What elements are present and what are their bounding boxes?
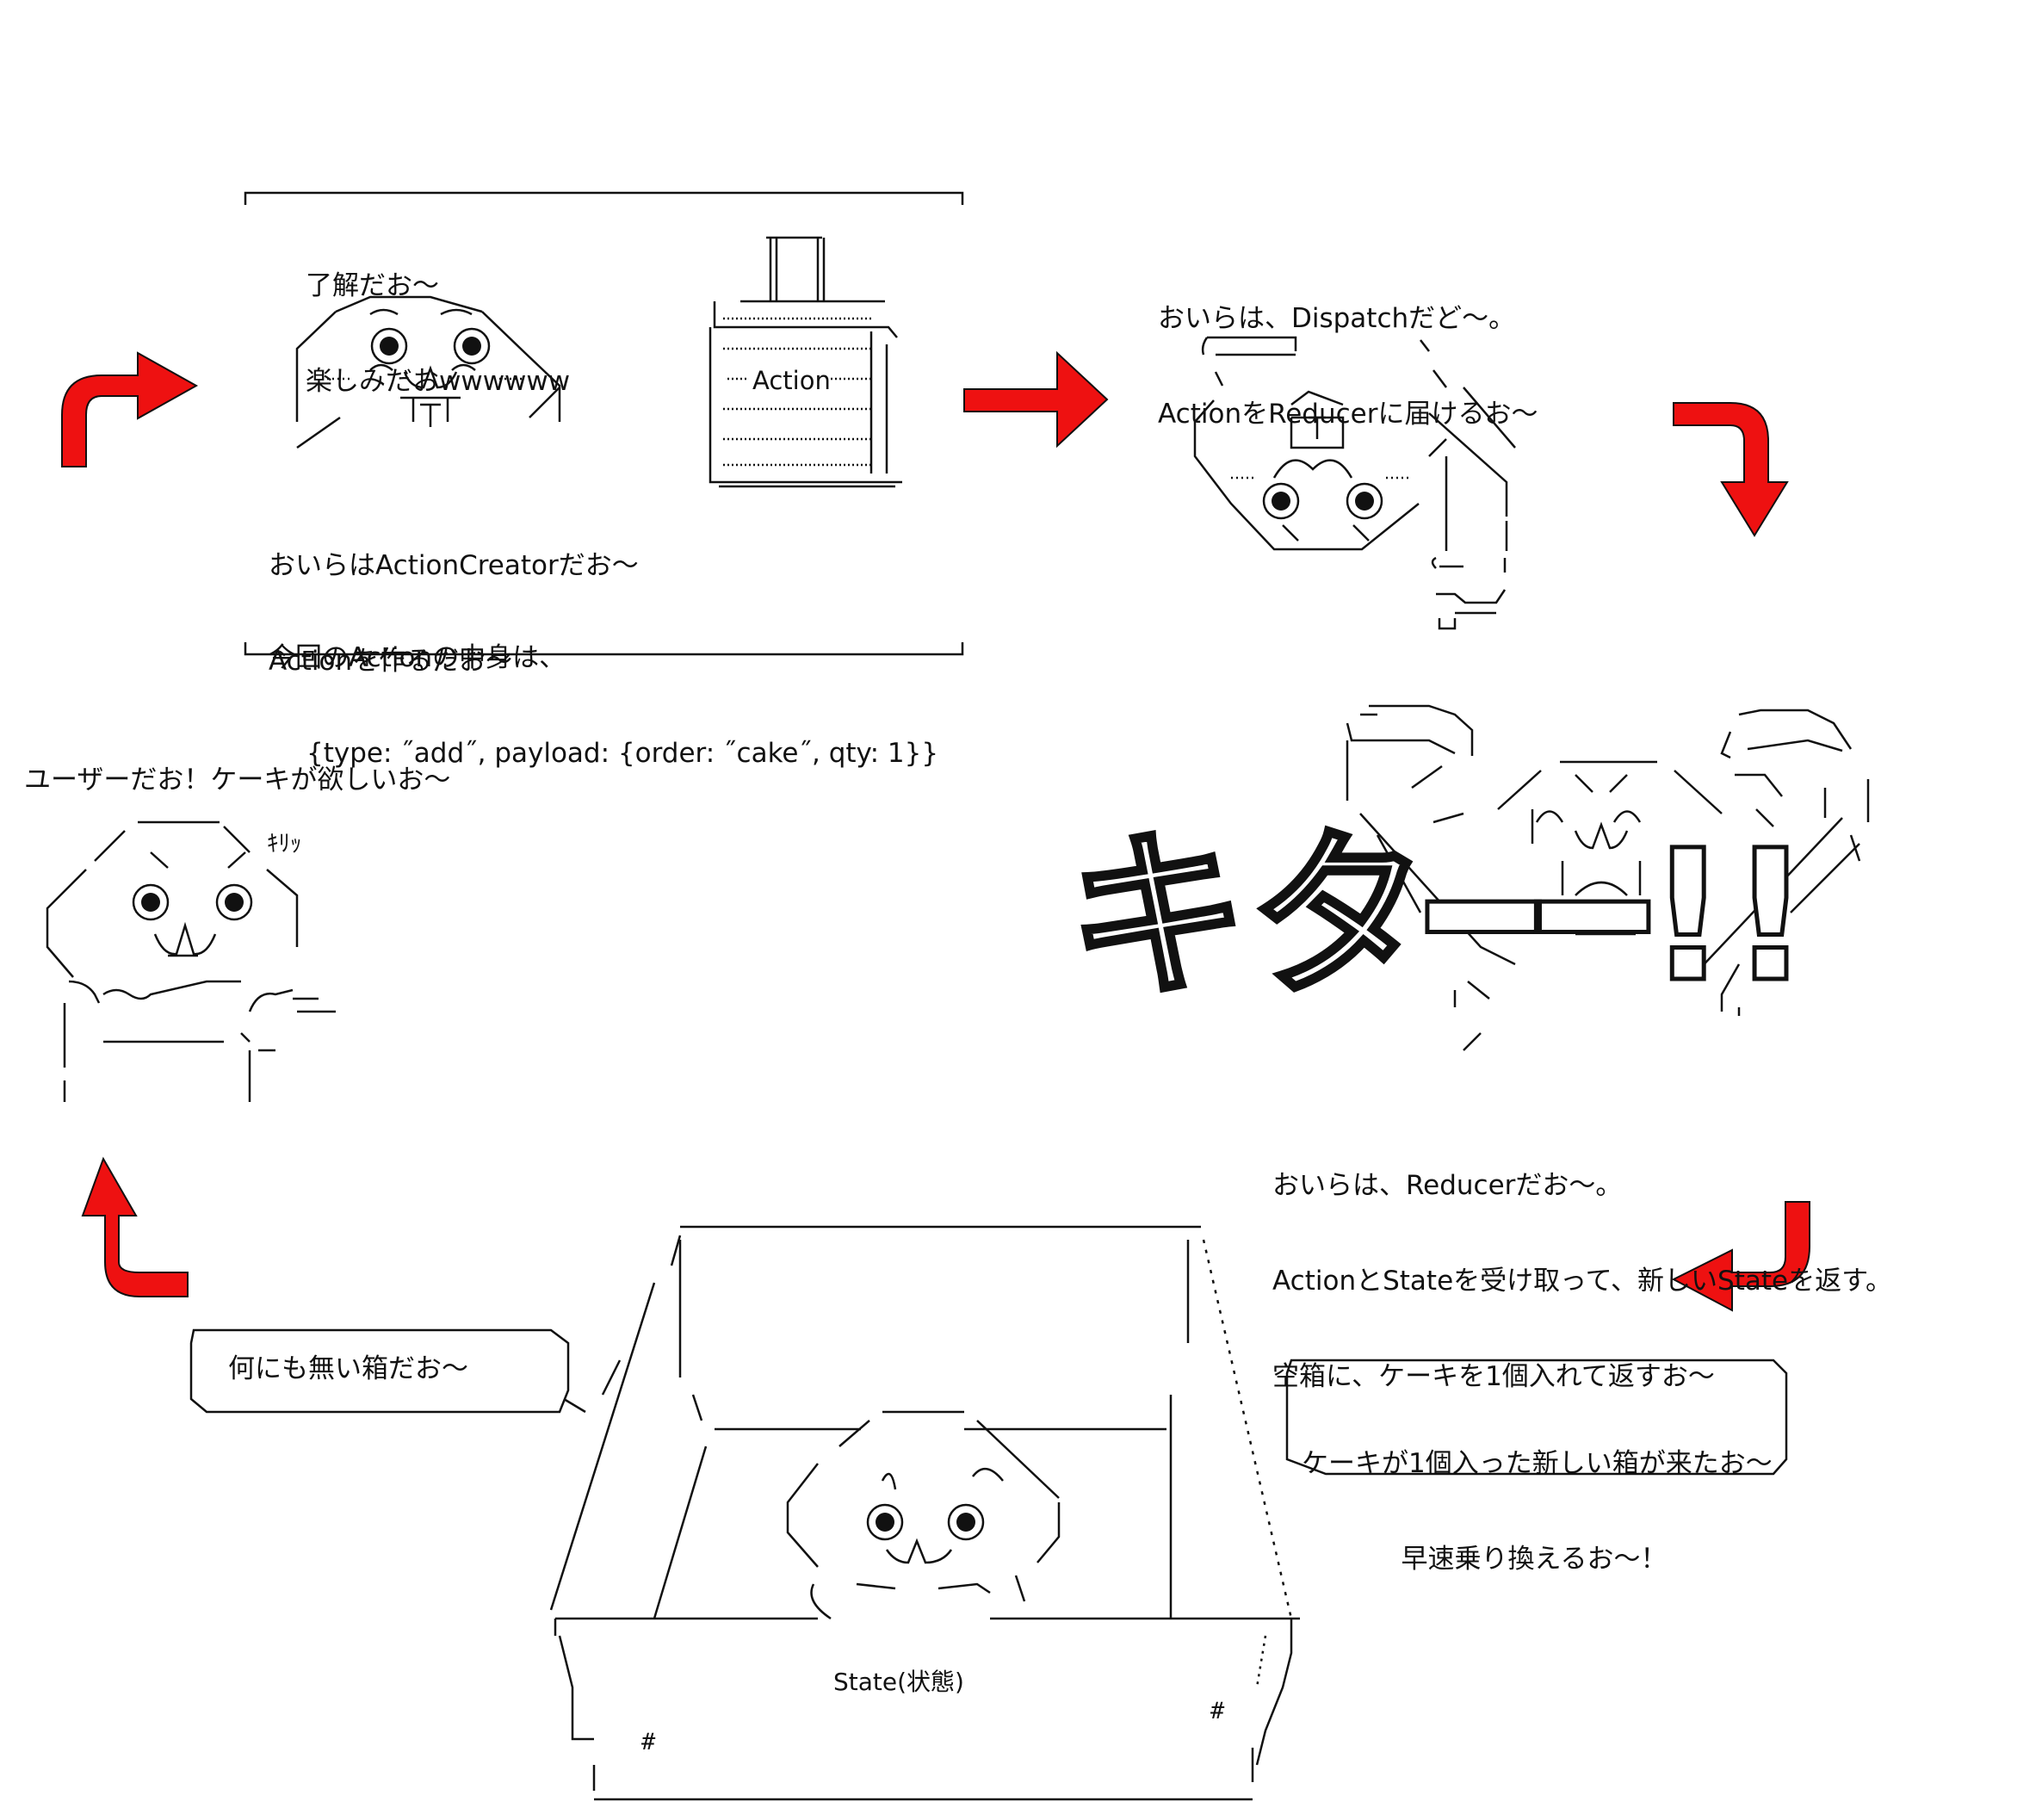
box-hash-mark: # [641, 1729, 656, 1755]
creator-speech-line: 了解だお～ [306, 270, 439, 301]
dispatch-line: ActionをReducerに届けるお～ [1158, 399, 1538, 430]
creator-face [295, 295, 561, 449]
state-character [786, 1410, 1061, 1620]
reducer-right-character [1695, 709, 1870, 1016]
user-speech: ユーザーだお！ケーキが欲しいお～ [24, 765, 451, 795]
reducer-shout: キタ━━!! [1065, 811, 1813, 1022]
user-character [46, 820, 336, 1102]
dispatch-character [1193, 336, 1516, 630]
dispatch-eye-left [1262, 482, 1300, 520]
cake-label: Action [752, 366, 831, 395]
bubble-right-line: 早速乗り換えるお～！ [1401, 1544, 1668, 1575]
state-box-label: State(状態) [833, 1668, 964, 1696]
state-box [549, 1225, 1300, 1801]
action-content-title: 今回のActionの中身は、 [269, 642, 566, 673]
bubble-right-line: ケーキが1個入った新しい箱が来たお～ [1302, 1448, 1773, 1479]
arrow-to-state [1671, 1201, 1810, 1312]
box-hash-mark: # [1210, 1698, 1225, 1724]
bubble-right-outline [1285, 1359, 1788, 1476]
creator-intro-line: Actionを作るだお～ [269, 646, 513, 677]
user-eye-right [215, 883, 253, 921]
state-eye-left [866, 1503, 904, 1541]
reducer-line: おいらは、Reducerだお～。 [1272, 1170, 1623, 1201]
state-eye-right [947, 1503, 985, 1541]
creator-frame [244, 191, 964, 656]
dispatch-line: おいらは、Dispatchだど～。 [1158, 303, 1516, 334]
creator-speech-line: 楽しみだおwwwwww [306, 366, 571, 397]
reducer-line: ActionとStateを受け取って、新しいStateを返す。 [1272, 1266, 1892, 1297]
arrow-to-reducer [1673, 402, 1789, 537]
arrow-to-user [81, 1156, 189, 1297]
user-eye-left [132, 883, 170, 921]
reducer-middle-character [1497, 760, 1723, 936]
reducer-line: 空箱に、ケーキを1個入れて返すお～ [1272, 1361, 1715, 1392]
arrow-to-creator [61, 351, 199, 467]
reducer-left-character [1346, 704, 1516, 1051]
dispatch-eye-right [1346, 482, 1383, 520]
bubble-left-text: 何にも無い箱だお～ [228, 1353, 468, 1384]
creator-intro-line: おいらはActionCreatorだお～ [269, 550, 639, 581]
user-sfx: ｷﾘｯ [267, 831, 302, 857]
arrow-to-dispatch [963, 350, 1109, 449]
action-content-code: {type: ˝add˝, payload: {order: ˝cake˝, q… [306, 738, 939, 769]
bubble-left-outline [189, 1328, 586, 1414]
action-cake-icon [709, 236, 902, 488]
